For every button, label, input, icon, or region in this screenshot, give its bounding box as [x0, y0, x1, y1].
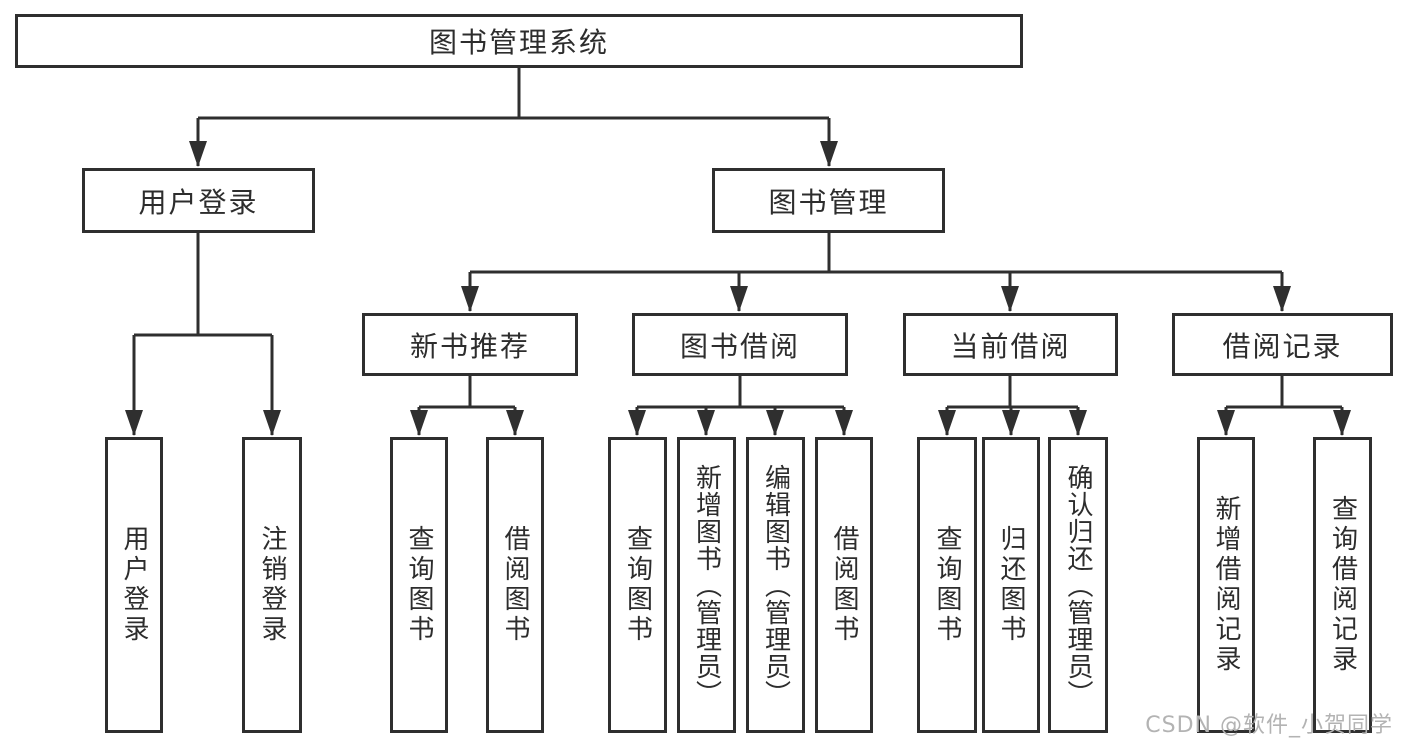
leaf-confirm-return-admin: 确认归还（管理员）: [1048, 437, 1108, 733]
leaf-return-book: 归还图书: [982, 437, 1040, 733]
leaf-query-books-current: 查询图书: [917, 437, 977, 733]
node-root: 图书管理系统: [15, 14, 1023, 68]
node-new-book-recommend: 新书推荐: [362, 313, 578, 376]
leaf-query-borrow-record: 查询借阅记录: [1313, 437, 1372, 733]
csdn-watermark: CSDN @软件_小贺同学: [1145, 713, 1393, 738]
leaf-user-login: 用户登录: [105, 437, 163, 733]
node-current-borrow: 当前借阅: [903, 313, 1118, 376]
node-user-login: 用户登录: [82, 168, 315, 233]
leaf-add-borrow-record: 新增借阅记录: [1197, 437, 1255, 733]
node-book-management: 图书管理: [712, 168, 945, 233]
leaf-add-book-admin: 新增图书（管理员）: [677, 437, 736, 733]
node-borrow-records: 借阅记录: [1172, 313, 1393, 376]
leaf-query-books-recommend: 查询图书: [390, 437, 448, 733]
leaf-edit-book-admin: 编辑图书（管理员）: [746, 437, 805, 733]
leaf-logout: 注销登录: [242, 437, 302, 733]
leaf-borrow-books-recommend: 借阅图书: [486, 437, 544, 733]
node-book-borrow: 图书借阅: [632, 313, 848, 376]
leaf-query-books-borrow: 查询图书: [608, 437, 667, 733]
leaf-borrow-books-2: 借阅图书: [815, 437, 873, 733]
